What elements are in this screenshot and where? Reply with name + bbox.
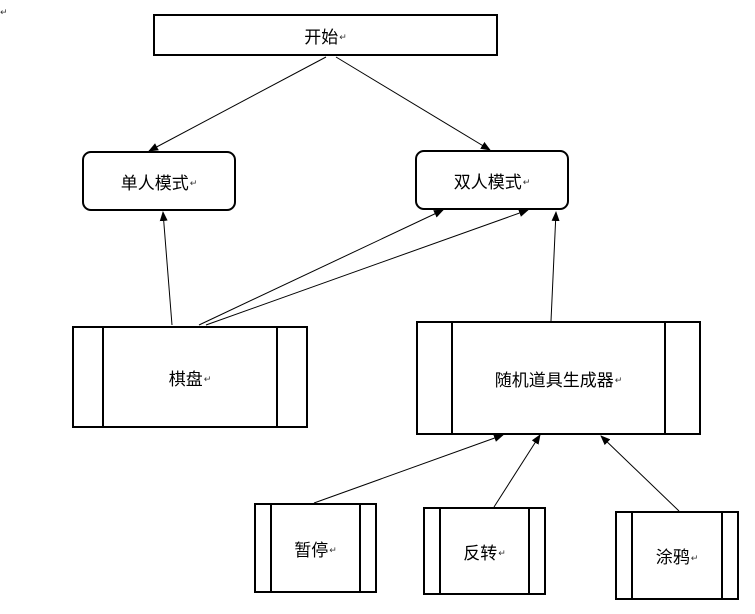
paragraph-mark-icon: ↵: [498, 549, 506, 559]
edge-board-to-single-mode: [159, 211, 173, 326]
paragraph-mark-icon: ↵: [189, 179, 198, 189]
process-bar-right: [359, 505, 361, 591]
process-bar-left: [102, 328, 104, 426]
paragraph-mark-icon: ↵: [690, 553, 699, 564]
edge-graffiti-to-random-generator: [600, 435, 680, 512]
process-bar-left: [631, 513, 633, 598]
process-bar-left: [439, 509, 441, 593]
node-start-label: 开始: [304, 27, 339, 48]
node-graffiti-label: 涂鸦: [655, 548, 690, 568]
node-graffiti: 涂鸦↵: [615, 511, 739, 600]
node-board-label: 棋盘: [168, 369, 203, 390]
edge-random-generator-to-double-mode: [550, 211, 560, 322]
node-pause: 暂停↵: [254, 503, 377, 593]
node-double-mode-label: 双人模式: [453, 172, 522, 193]
process-bar-left: [270, 505, 272, 591]
process-bar-right: [276, 328, 278, 426]
process-bar-right: [721, 513, 723, 598]
node-board: 棋盘↵: [72, 326, 308, 428]
edge-board-to-double-mode-1: [198, 209, 444, 326]
edge-board-to-double-mode-2: [205, 209, 529, 326]
node-reverse-label: 反转: [463, 543, 498, 564]
node-single-mode: 单人模式↵: [82, 151, 236, 211]
node-single-mode-label: 单人模式: [120, 173, 189, 194]
edge-pause-to-random-generator: [313, 434, 504, 504]
paragraph-mark-icon: ↵: [614, 376, 623, 386]
paragraph-mark-icon: ↵: [0, 8, 8, 18]
edge-start-to-double-mode: [335, 56, 491, 151]
node-pause-label: 暂停: [294, 540, 329, 561]
node-random-generator-label: 随机道具生成器: [494, 370, 614, 391]
node-random-generator: 随机道具生成器↵: [416, 321, 701, 435]
node-double-mode: 双人模式↵: [415, 150, 569, 210]
node-reverse: 反转↵: [423, 507, 546, 595]
node-start: 开始↵: [153, 14, 498, 56]
paragraph-mark-icon: ↵: [203, 375, 212, 385]
paragraph-mark-icon: ↵: [329, 546, 337, 556]
process-bar-right: [664, 323, 666, 433]
process-bar-right: [528, 509, 530, 593]
process-bar-left: [451, 323, 453, 433]
paragraph-mark-icon: ↵: [522, 178, 531, 188]
edge-start-to-single-mode: [148, 56, 327, 152]
paragraph-mark-icon: ↵: [339, 33, 347, 43]
edge-reverse-to-random-generator: [493, 434, 541, 508]
